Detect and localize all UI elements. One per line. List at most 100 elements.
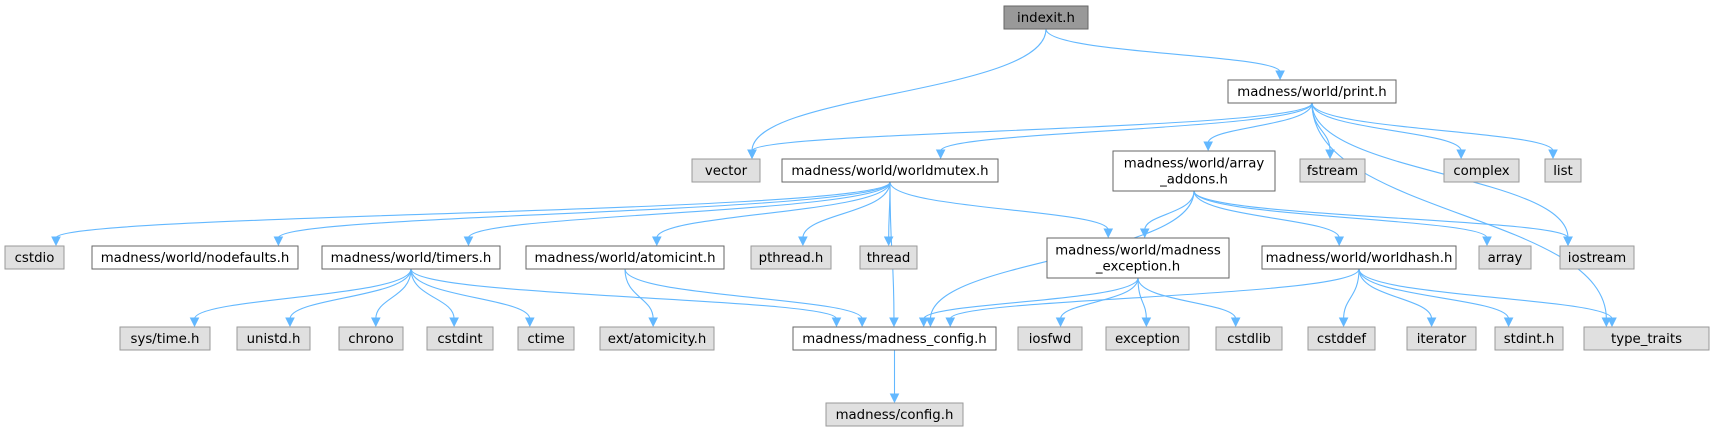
arrowhead-print-to-array_addons (1203, 141, 1213, 152)
node-box (599, 326, 715, 351)
node-atomicint[interactable]: madness/world/atomicint.h (525, 245, 725, 270)
node-label: ctime (527, 332, 564, 347)
arrowhead-worldmutex-to-cstdio (51, 236, 61, 247)
edge-array_addons-to-array (1193, 190, 1488, 239)
arrowhead-worldmutex-to-pthread (798, 236, 808, 247)
edge-array_addons-to-iostream (1193, 190, 1569, 239)
edge-worldmutex-to-cstdio (55, 181, 891, 239)
arrowhead-madness_exception-to-cstdlib (1230, 317, 1241, 328)
node-label: madness/world/array (1124, 157, 1265, 172)
node-label: fstream (1307, 164, 1358, 179)
edge-worldmutex-to-atomicint (656, 181, 891, 239)
node-iterator: iterator (1406, 326, 1477, 351)
node-indexit[interactable]: indexit.h (1003, 5, 1089, 30)
arrowhead-atomicint-to-atomicity (648, 317, 658, 328)
edge-layer (51, 28, 1617, 404)
node-box (1105, 326, 1190, 351)
arrowhead-timers-to-chrono (370, 317, 381, 328)
arrowhead-timers-to-unistd (285, 317, 295, 328)
arrowhead-timers-to-madness_config (831, 317, 842, 328)
node-box (338, 326, 404, 351)
node-box (517, 326, 575, 351)
node-worldmutex[interactable]: madness/world/worldmutex.h (781, 158, 999, 183)
node-box (1261, 245, 1457, 270)
node-box (1406, 326, 1477, 351)
arrowhead-array_addons-to-madness_exception (1139, 228, 1150, 239)
edge-print-to-complex (1311, 102, 1462, 152)
node-box (825, 402, 964, 427)
node-box (4, 245, 65, 270)
node-fstream: fstream (1299, 158, 1366, 183)
node-box (781, 158, 999, 183)
edge-print-to-array_addons (1207, 102, 1313, 144)
node-cstdint: cstdint (426, 326, 494, 351)
node-label: sys/time.h (131, 332, 200, 347)
node-label: madness/world/madness (1055, 244, 1221, 259)
node-timers[interactable]: madness/world/timers.h (321, 245, 501, 270)
arrowhead-timers-to-systime (189, 317, 200, 328)
arrowhead-print-to-worldmutex (935, 149, 946, 160)
node-madness-exception[interactable]: madness/world/madness_exception.h (1046, 237, 1230, 279)
node-box (859, 245, 918, 270)
node-label: cstdio (15, 251, 55, 266)
node-cstddef: cstddef (1307, 326, 1376, 351)
node-box (1544, 158, 1582, 183)
edge-worldmutex-to-pthread (802, 181, 891, 239)
node-label: madness/config.h (836, 408, 954, 423)
node-box (1003, 5, 1089, 30)
node-ctime: ctime (517, 326, 575, 351)
node-label: thread (867, 251, 911, 266)
node-box (792, 326, 997, 351)
edge-timers-to-ctime (410, 268, 531, 320)
node-box (236, 326, 311, 351)
edge-worldmutex-to-nodefaults (277, 181, 891, 239)
edge-timers-to-chrono (375, 268, 412, 320)
node-print[interactable]: madness/world/print.h (1227, 79, 1397, 104)
node-label: unistd.h (247, 332, 301, 347)
edge-print-to-worldmutex (940, 102, 1313, 152)
edge-worldhash-to-madness_config (949, 268, 1360, 320)
arrowhead-print-to-list (1548, 149, 1558, 160)
arrowhead-worldmutex-to-nodefaults (273, 236, 284, 247)
node-cstdio: cstdio (4, 245, 65, 270)
arrowhead-print-to-complex (1456, 149, 1466, 160)
node-vector: vector (691, 158, 761, 183)
node-label: iosfwd (1029, 332, 1072, 347)
node-box (1215, 326, 1283, 351)
node-label: madness/world/worldmutex.h (791, 164, 988, 179)
node-nodefaults[interactable]: madness/world/nodefaults.h (91, 245, 299, 270)
edge-indexit-to-print (1045, 28, 1281, 73)
node-iosfwd: iosfwd (1017, 326, 1083, 351)
node-box (1046, 237, 1230, 279)
node-chrono: chrono (338, 326, 404, 351)
node-label: madness/world/atomicint.h (534, 251, 715, 266)
node-exception: exception (1105, 326, 1190, 351)
edge-worldhash-to-stdint (1358, 268, 1510, 320)
edge-atomicint-to-madness_config (624, 268, 863, 320)
arrowhead-atomicint-to-madness_config (857, 317, 867, 328)
node-label: iterator (1417, 332, 1467, 347)
edge-atomicint-to-atomicity (624, 268, 654, 320)
arrowhead-array_addons-to-worldhash (1334, 236, 1345, 247)
edge-worldmutex-to-madness_exception (889, 181, 1109, 231)
node-list: list (1544, 158, 1582, 183)
arrowhead-worldhash-to-cstddef (1338, 317, 1349, 328)
node-array-addons[interactable]: madness/world/array_addons.h (1112, 150, 1276, 192)
edge-worldhash-to-cstddef (1343, 268, 1360, 320)
node-madness-config[interactable]: madness/madness_config.h (792, 326, 997, 351)
edge-madness_exception-to-iosfwd (1060, 277, 1139, 320)
arrowhead-worldmutex-to-madness_config (889, 317, 899, 328)
node-label: iostream (1568, 251, 1626, 266)
node-worldhash[interactable]: madness/world/worldhash.h (1261, 245, 1457, 270)
node-box (1559, 245, 1635, 270)
node-label: madness/world/print.h (1237, 85, 1386, 100)
node-box (321, 245, 501, 270)
node-box (1112, 150, 1276, 192)
node-label: exception (1115, 332, 1180, 347)
node-array: array (1478, 245, 1532, 270)
node-label: type_traits (1611, 332, 1682, 347)
node-layer: indexit.h madness/world/print.h vector madn… (4, 5, 1710, 427)
edge-madness_exception-to-cstdlib (1137, 277, 1237, 320)
node-systime: sys/time.h (119, 326, 211, 351)
arrowhead-worldhash-to-type_traits (1607, 317, 1617, 328)
